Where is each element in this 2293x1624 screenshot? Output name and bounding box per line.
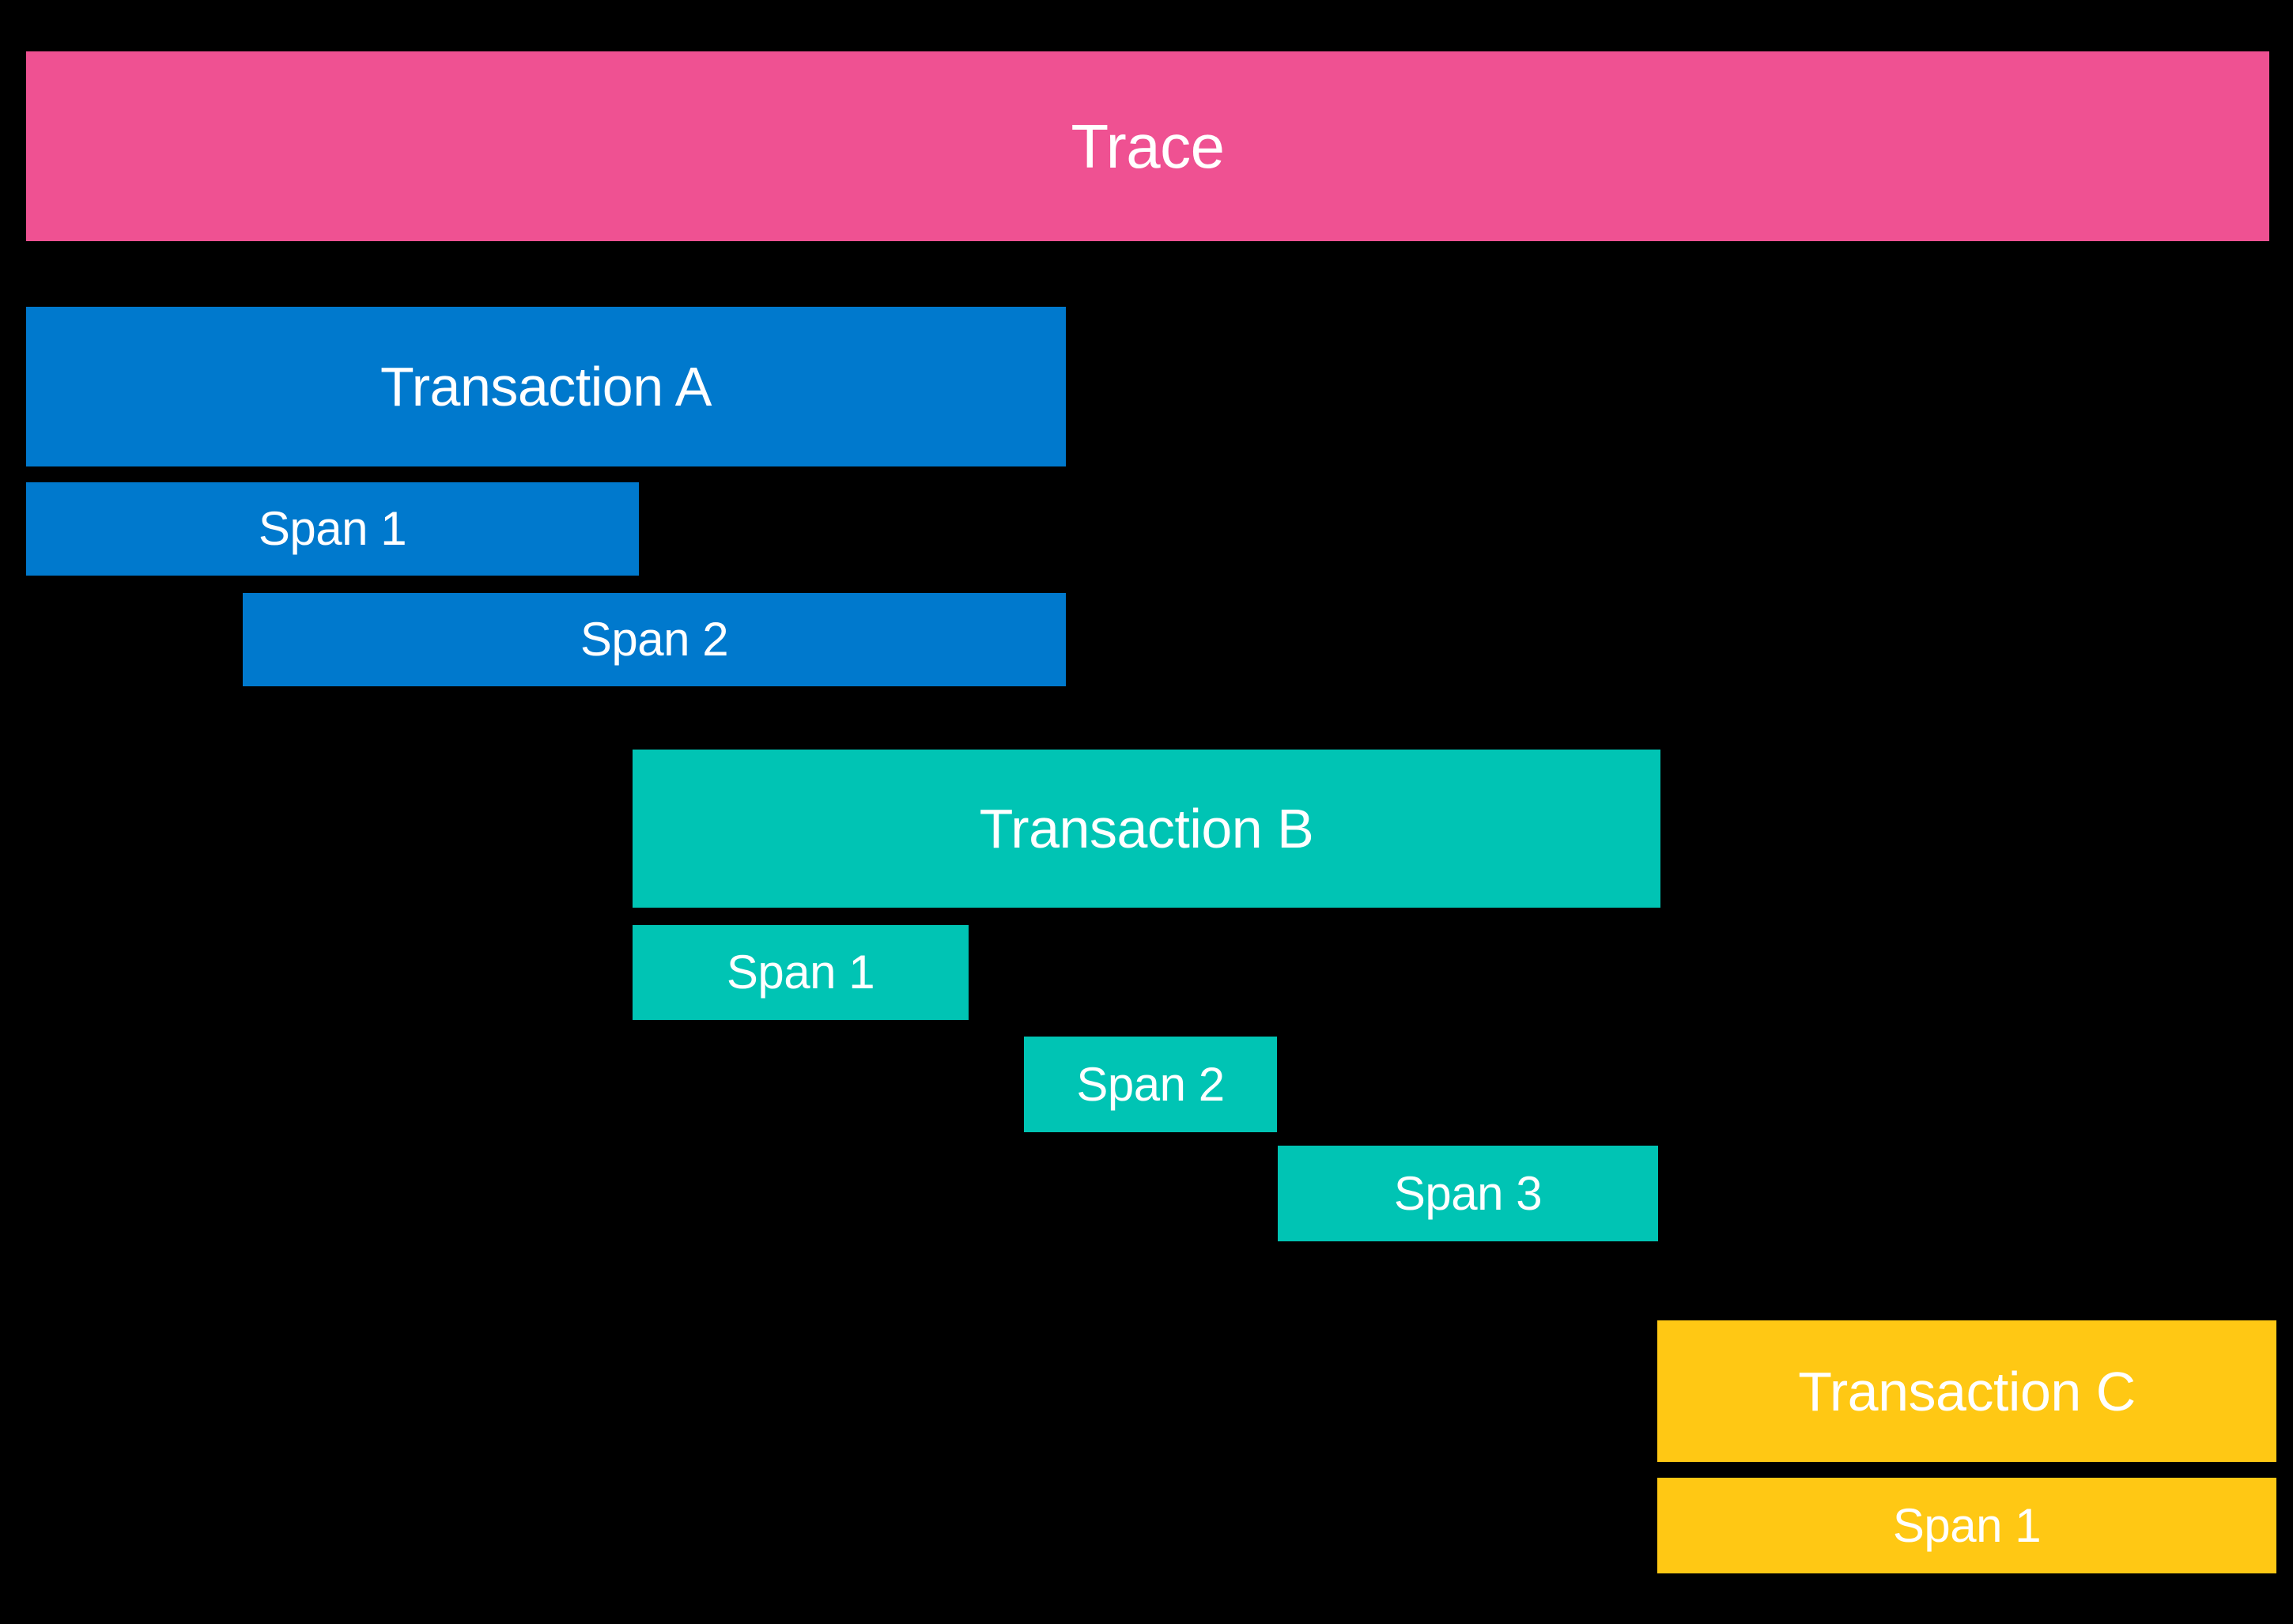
transaction-a-label: Transaction A	[380, 356, 712, 417]
transaction-a-span-1-label: Span 1	[258, 502, 407, 555]
bar-transaction-c-span-1[interactable]: Span 1	[1657, 1478, 2276, 1573]
bar-transaction-a-span-1[interactable]: Span 1	[26, 482, 639, 576]
transaction-c-span-1-label: Span 1	[1892, 1498, 2042, 1552]
transaction-b-span-2-label: Span 2	[1076, 1057, 1225, 1111]
bar-transaction-b-span-2[interactable]: Span 2	[1024, 1037, 1277, 1132]
transaction-b-span-3-label: Span 3	[1393, 1166, 1543, 1220]
bar-transaction-a[interactable]: Transaction A	[26, 307, 1066, 466]
transaction-b-span-1-label: Span 1	[726, 946, 875, 999]
bar-transaction-b[interactable]: Transaction B	[633, 750, 1660, 908]
transaction-b-label: Transaction B	[979, 798, 1314, 859]
trace-label: Trace	[1071, 111, 1226, 181]
bar-transaction-b-span-3[interactable]: Span 3	[1278, 1146, 1658, 1241]
transaction-a-span-2-label: Span 2	[580, 613, 729, 666]
bar-transaction-c[interactable]: Transaction C	[1657, 1320, 2276, 1462]
transaction-c-label: Transaction C	[1798, 1360, 2136, 1422]
bar-trace[interactable]: Trace	[26, 51, 2269, 241]
bar-transaction-a-span-2[interactable]: Span 2	[243, 593, 1066, 686]
bar-transaction-b-span-1[interactable]: Span 1	[633, 925, 969, 1020]
